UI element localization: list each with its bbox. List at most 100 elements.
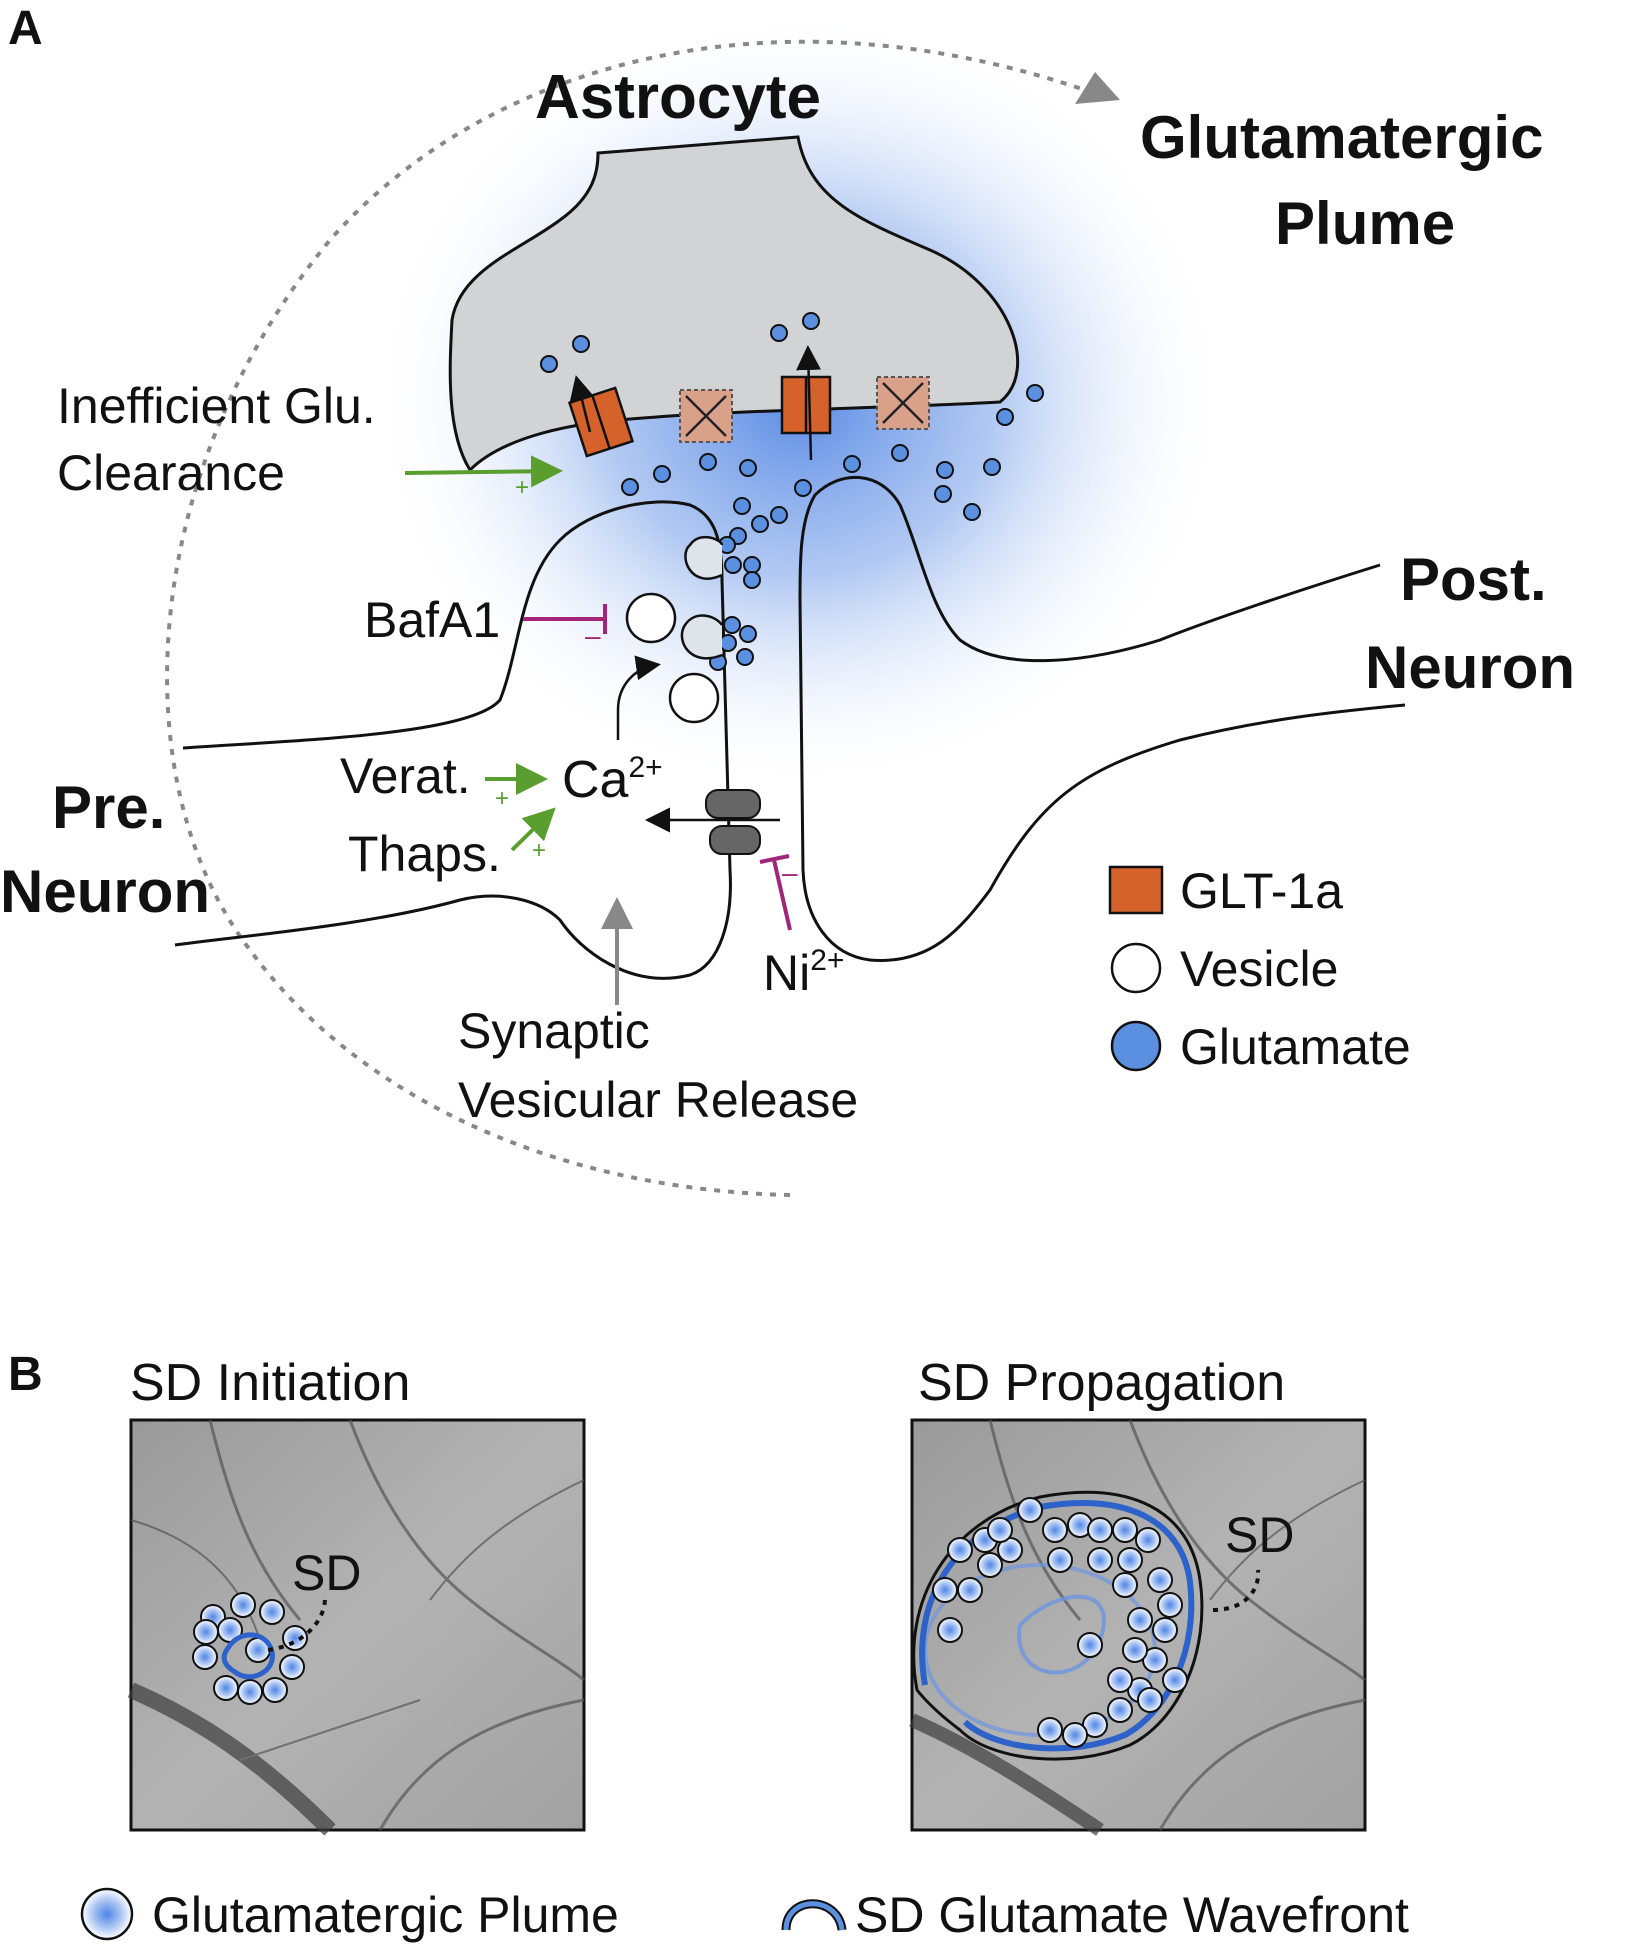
plume-dot [1147,1567,1173,1593]
glt1a-blocked-2 [876,376,930,430]
glutamate-dot [934,485,952,503]
plume-dot [1112,1572,1138,1598]
glutamate-dot [743,571,761,589]
uptake-arrow-right [796,345,822,461]
glutamate-dot [802,312,820,330]
synaptic-release-line1: Synaptic [458,1003,650,1059]
glutamate-dot [572,335,590,353]
plume-dot [213,1675,239,1701]
glutamate-dot [653,465,671,483]
plume-dot [937,1617,963,1643]
plume-dot [1047,1547,1073,1573]
plume-dot [1127,1607,1153,1633]
full-vesicle [668,672,720,724]
initiation-wavefront-ring [221,1632,275,1680]
plume-dot [1017,1497,1043,1523]
calcium-channel [705,789,761,855]
plume-dot [1107,1697,1133,1723]
astrocyte-label: Astrocyte [535,63,821,132]
clearance-activation-arrow [404,455,563,488]
legend-glutamate-label: Glutamate [1180,1019,1411,1075]
glutamate-dot [719,634,737,652]
post-neuron-label-line2: Neuron [1365,634,1575,701]
inefficient-clearance-line2: Clearance [57,445,285,501]
pre-neuron-label-line2: Neuron [0,858,210,925]
plume-label-line1: Glutamatergic [1140,104,1543,171]
glutamate-dot [891,444,909,462]
thapsigargin-plus: + [532,837,546,864]
glutamate-dot [743,556,761,574]
bafa1-label: BafA1 [364,592,500,648]
inefficient-clearance-line1: Inefficient Glu. [57,378,376,434]
legend-vesicle-circle [1110,942,1162,994]
plume-dot [1107,1667,1133,1693]
propagation-wavefront [912,1490,1204,1761]
bafa1-minus: – [585,620,601,651]
legend-wavefront-arc-inner [783,1901,845,1931]
nickel-inhibition-bar [759,854,790,864]
dashed-arrow-head [1075,72,1120,104]
panel-a-legend: GLT-1a Vesicle Glutamate [1108,863,1411,1075]
legend-plume-dot [80,1887,134,1941]
plume-label-line2: Plume [1275,190,1455,257]
legend-plume-label: Glutamatergic Plume [152,1887,619,1943]
synaptic-release-line2: Vesicular Release [458,1072,858,1128]
glutamate-dot [751,515,769,533]
panel-b-legend: Glutamatergic Plume SD Glutamate Wavefro… [80,1887,1409,1943]
plume-dot [1152,1617,1178,1643]
plume-dot [1087,1517,1113,1543]
legend-vesicle-label: Vesicle [1180,941,1338,997]
calcium-label: Ca2+ [562,751,663,809]
glutamate-dot [699,453,717,471]
pre-neuron-outline [174,500,732,980]
plume-dot [1112,1517,1138,1543]
panel-b: B SD Initiation SD Propagation SD [8,1348,1409,1943]
initiation-sd-label: SD [292,1545,361,1601]
panel-a-letter: A [8,2,43,55]
glutamate-dot [794,479,812,497]
empty-vesicle [625,592,677,644]
plume-dot [279,1654,305,1680]
plume-dot [230,1592,256,1618]
plume-dot [1135,1527,1161,1553]
glutamate-dot [843,455,861,473]
plume-dot [977,1552,1003,1578]
plume-dot [1077,1632,1103,1658]
glutamate-dot [736,648,754,666]
plume-dot [237,1679,263,1705]
nickel-inhibition-line [772,859,792,931]
legend-wavefront-label: SD Glutamate Wavefront [855,1887,1409,1943]
veratridine-label: Verat. [340,748,471,804]
docked-vesicle-top [684,535,724,580]
pre-neuron-label-line1: Pre. [52,774,165,841]
plume-cycle-dashed-arrow [165,39,1086,1197]
nickel-minus: – [782,857,798,888]
glutamate-dot [983,458,1001,476]
glutamate-dot [621,478,639,496]
glt1a-transporter-left [567,386,635,458]
glutamate-dot [770,506,788,524]
glutamate-dot [936,461,954,479]
thapsigargin-label: Thaps. [348,826,501,882]
initiation-plume-cluster [192,1592,308,1705]
panel-a: A Astrocyte Glutamatergic Plume Pre. Neu… [0,2,1575,1197]
glutamate-dot [996,408,1014,426]
sd-propagation-title: SD Propagation [918,1354,1285,1412]
sd-initiation-title: SD Initiation [130,1354,410,1412]
post-neuron-label-line1: Post. [1400,546,1547,613]
glt1a-transporter-right [780,375,832,435]
docked-vesicle-bottom [680,614,724,660]
plume-dot [262,1677,288,1703]
post-neuron-outline [798,475,1406,962]
clearance-plus: + [515,474,529,501]
plume-dot [192,1644,218,1670]
plume-dot [1137,1687,1163,1713]
glutamate-dot [770,324,788,342]
plume-dot [1037,1717,1063,1743]
veratridine-plus: + [495,785,509,812]
plume-dot [1117,1547,1143,1573]
panel-b-letter: B [8,1348,43,1401]
propagation-sd-label: SD [1225,1507,1294,1563]
